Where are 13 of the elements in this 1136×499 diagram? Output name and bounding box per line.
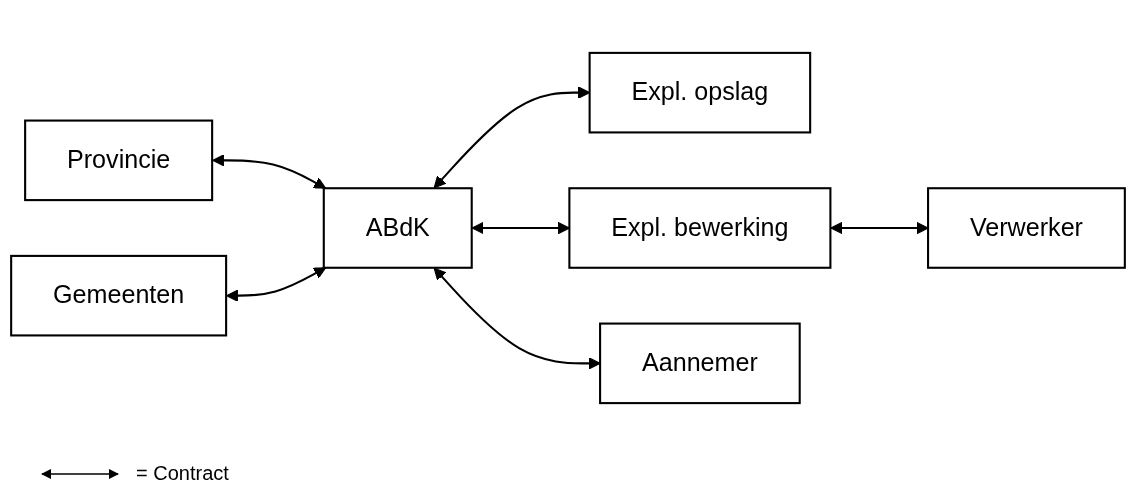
- node-box: Aannemer: [599, 322, 801, 405]
- arrow: [212, 154, 327, 189]
- node-box: Expl. opslag: [588, 51, 812, 134]
- node-box: Expl. bewerking: [568, 187, 832, 269]
- legend-text: = Contract: [136, 462, 229, 485]
- node-box: ABdK: [322, 187, 473, 269]
- arrow: [226, 267, 327, 302]
- arrow: [433, 267, 601, 370]
- arrow: [830, 221, 929, 235]
- node-box: Provincie: [24, 119, 214, 202]
- node-box: Gemeenten: [10, 254, 228, 337]
- node-box: Verwerker: [927, 187, 1126, 269]
- arrow: [471, 221, 570, 235]
